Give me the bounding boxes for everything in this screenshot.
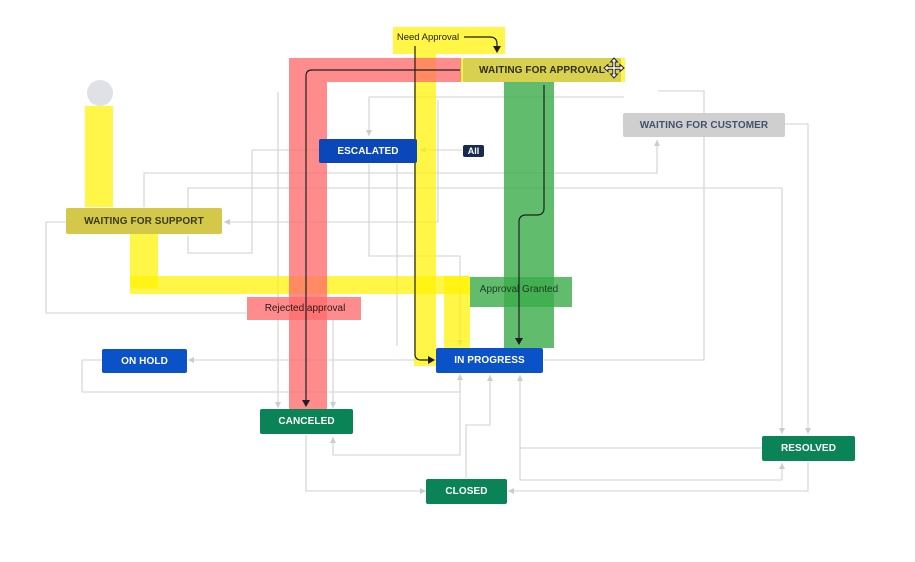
global-transition-all-badge[interactable]: All [463, 145, 484, 157]
status-escalated[interactable]: ESCALATED [319, 139, 417, 163]
connector-progress-to-canceled [330, 374, 461, 456]
connector-closed-to-progress [465, 375, 493, 478]
connector-to-customer [143, 140, 660, 207]
status-on-hold[interactable]: ON HOLD [102, 349, 187, 373]
status-resolved[interactable]: RESOLVED [762, 436, 855, 461]
connector-canceled-to-closed [305, 435, 426, 494]
connector-resolved-to-closed [508, 462, 809, 494]
transition-rejected-approval-label[interactable]: Rejected approval [264, 302, 346, 314]
status-waiting-for-support[interactable]: WAITING FOR SUPPORT [66, 208, 222, 234]
transition-need-approval-label[interactable]: Need Approval [396, 32, 460, 43]
connector-customer-down [544, 138, 705, 361]
connector-rejected-approval [302, 69, 460, 407]
connector-need-approval [464, 36, 501, 53]
connector-resolved-to-progress [517, 375, 762, 449]
connector-approval-granted [515, 85, 545, 345]
connector-resolved-back [519, 448, 785, 481]
status-waiting-for-customer[interactable]: WAITING FOR CUSTOMER [623, 113, 785, 137]
transition-approval-granted-label[interactable]: Approval Granted [479, 283, 559, 295]
connector-top-to-resolved [187, 187, 785, 434]
status-canceled[interactable]: CANCELED [260, 409, 353, 434]
highlight-green [470, 82, 572, 348]
start-circle-icon[interactable] [87, 80, 113, 106]
connector-support-loop [45, 221, 246, 314]
status-closed[interactable]: CLOSED [426, 479, 507, 504]
connector-customer-side [785, 123, 811, 434]
connector-need-approval-down [414, 46, 435, 364]
status-in-progress[interactable]: IN PROGRESS [436, 348, 543, 373]
dark-connectors [302, 36, 545, 407]
status-waiting-for-approval[interactable]: WAITING FOR APPROVAL [463, 58, 621, 82]
move-arrows-icon[interactable] [603, 57, 625, 79]
connector-escalated-left [187, 149, 320, 254]
connector-escalated-from-customer [366, 96, 624, 136]
